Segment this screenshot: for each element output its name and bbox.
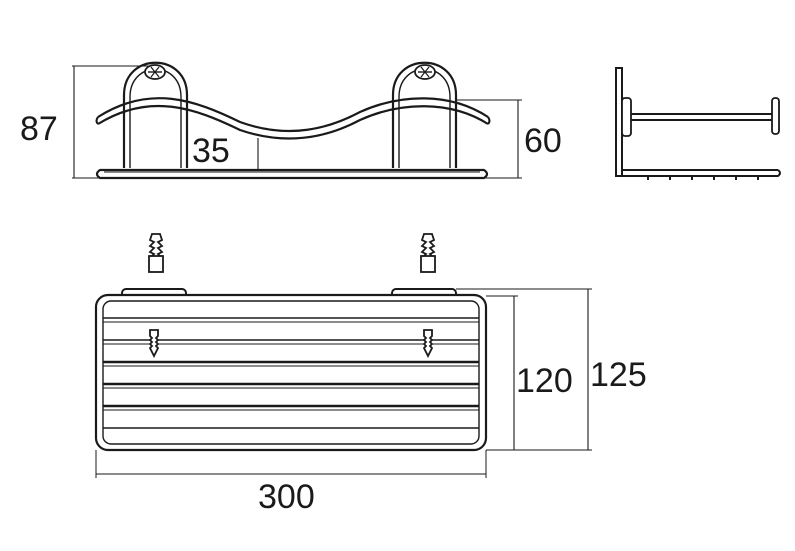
dimension-label-60: 60 [524,122,562,160]
dimension-label-87: 87 [20,110,58,148]
wavy-rail [97,97,489,133]
dimension-label-35: 35 [192,132,230,170]
dimension-60: 60 [456,99,562,179]
left-bracket [122,61,189,168]
dimension-125: 125 [456,288,647,451]
dimension-120: 120 [486,295,573,451]
top-view: 120 125 300 [94,233,647,516]
side-view [615,67,781,180]
screw-right [422,329,434,359]
dimension-35: 35 [192,132,259,170]
tray-slats [103,317,479,429]
screw-head-left [144,64,166,80]
wall-plug-left [148,233,164,273]
base-tray [95,168,489,180]
dimension-label-300: 300 [258,478,315,516]
wall-plug-right [420,233,436,273]
right-bracket [391,61,458,168]
dimension-300: 300 [95,450,487,516]
screw-head-right [414,64,436,80]
tray-outline [94,293,488,452]
dimension-label-120: 120 [516,362,573,400]
screw-left [148,329,160,359]
front-view: 87 60 35 [20,61,562,180]
dimension-87: 87 [20,65,150,179]
dimension-label-125: 125 [590,356,647,394]
